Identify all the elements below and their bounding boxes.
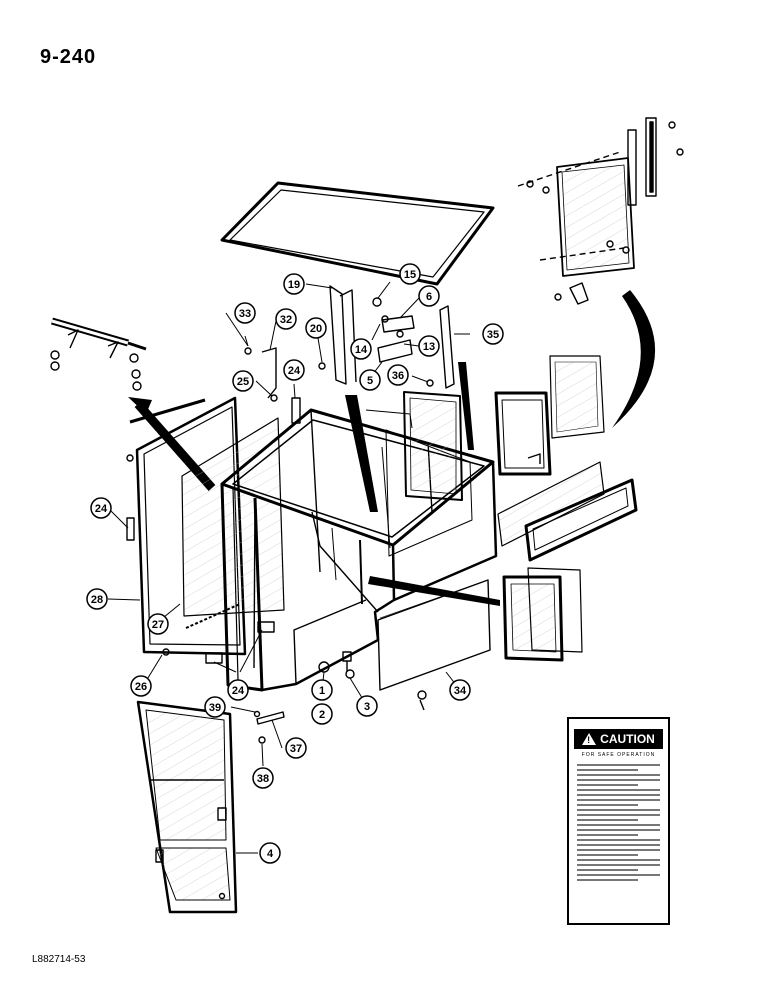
svg-text:24: 24 [288, 365, 301, 377]
callout-28: 28 [86, 588, 108, 610]
rear-post [426, 305, 455, 389]
handle-bracket [261, 347, 277, 399]
page-number: 9-240 [40, 46, 97, 68]
callout-24a: 24 [283, 359, 305, 381]
rear-top-window [517, 117, 684, 305]
svg-text:20: 20 [310, 323, 322, 335]
svg-text:38: 38 [257, 773, 269, 785]
callout-24b: 24 [90, 497, 112, 519]
callout-6: 6 [418, 285, 440, 307]
callout-4: 4 [259, 842, 281, 864]
callout-26: 26 [130, 675, 152, 697]
svg-text:4: 4 [267, 848, 274, 860]
callout-5: 5 [359, 369, 381, 391]
svg-text:6: 6 [426, 291, 432, 303]
svg-text:5: 5 [367, 375, 373, 387]
callout-33: 33 [234, 302, 256, 324]
callout-25: 25 [232, 370, 254, 392]
svg-text:33: 33 [239, 308, 251, 320]
caution-header: ! CAUTION [574, 729, 663, 749]
rear-windows [365, 355, 605, 501]
lower-panel [377, 579, 491, 711]
caution-fine-print [569, 764, 668, 881]
svg-text:27: 27 [152, 619, 164, 631]
gas-strut [50, 317, 147, 391]
roof-frame [220, 181, 495, 286]
svg-text:13: 13 [423, 341, 435, 353]
callout-2: 2 [311, 703, 333, 725]
callout-24c: 24 [227, 679, 249, 701]
svg-text:32: 32 [280, 314, 292, 326]
caution-decal: ! CAUTION FOR SAFE OPERATION [567, 717, 670, 925]
svg-text:2: 2 [319, 709, 325, 721]
svg-text:24: 24 [95, 503, 108, 515]
svg-text:28: 28 [91, 594, 103, 606]
svg-text:35: 35 [487, 329, 499, 341]
callout-27: 27 [147, 613, 169, 635]
svg-text:24: 24 [232, 685, 245, 697]
front-door [136, 700, 238, 914]
svg-text:3: 3 [364, 701, 370, 713]
warning-triangle-icon: ! [582, 733, 597, 745]
svg-text:34: 34 [454, 685, 467, 697]
callout-15: 15 [399, 263, 421, 285]
callout-3: 3 [356, 695, 378, 717]
svg-text:1: 1 [319, 685, 325, 697]
svg-text:26: 26 [135, 681, 147, 693]
svg-text:19: 19 [288, 279, 300, 291]
svg-text:25: 25 [237, 376, 249, 388]
svg-text:36: 36 [392, 370, 404, 382]
lower-windows [502, 567, 583, 662]
callout-37: 37 [285, 737, 307, 759]
callout-39: 39 [204, 696, 226, 718]
callout-34: 34 [449, 679, 471, 701]
leader-lines [107, 281, 470, 854]
callouts: 1 2 3 4 5 6 13 14 15 19 20 24 24 24 25 2… [86, 263, 504, 864]
figure-code: L882714-53 [32, 954, 86, 965]
bracket-plates [372, 297, 415, 363]
callout-14: 14 [350, 338, 372, 360]
svg-text:14: 14 [355, 344, 368, 356]
callout-32: 32 [275, 308, 297, 330]
svg-text:37: 37 [290, 743, 302, 755]
callout-19: 19 [283, 273, 305, 295]
caution-subtitle: FOR SAFE OPERATION [581, 752, 656, 758]
callout-20: 20 [305, 317, 327, 339]
callout-35: 35 [482, 323, 504, 345]
svg-text:15: 15 [404, 269, 416, 281]
callout-38: 38 [252, 767, 274, 789]
svg-text:39: 39 [209, 702, 221, 714]
left-door [126, 396, 247, 656]
curved-arrow [612, 290, 656, 428]
corner-post [318, 285, 357, 385]
left-glass [181, 417, 285, 629]
callout-13: 13 [418, 335, 440, 357]
side-windows [497, 461, 638, 562]
caution-title: CAUTION [600, 732, 655, 746]
callout-1: 1 [311, 679, 333, 701]
callout-36: 36 [387, 364, 409, 386]
